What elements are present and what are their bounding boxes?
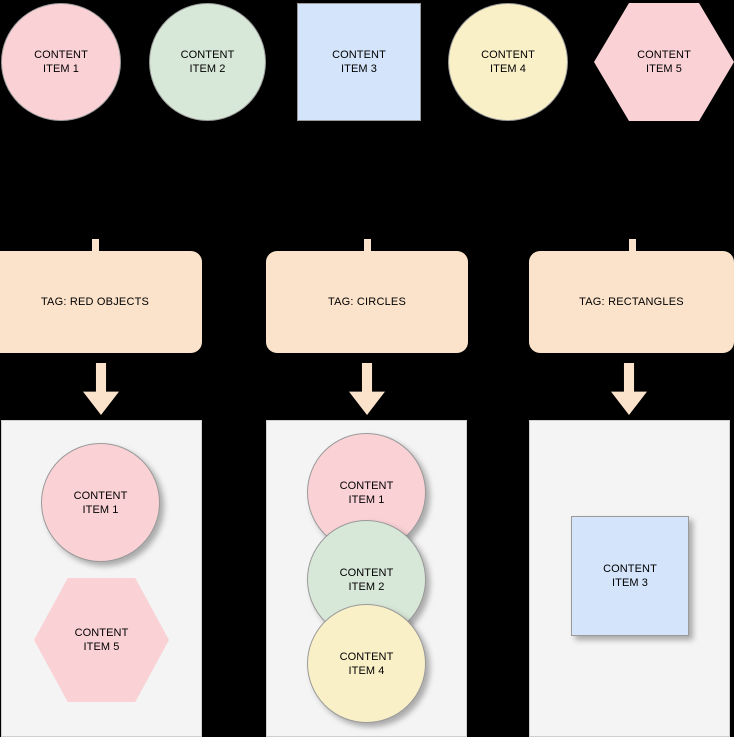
connector-stub-tag-rectangles bbox=[628, 239, 636, 253]
shape-label: CONTENT ITEM 2 bbox=[180, 49, 235, 75]
shape-item-2[interactable]: CONTENT ITEM 2 bbox=[149, 3, 266, 121]
arrow-rectangles-icon bbox=[611, 363, 647, 415]
shape-item-1[interactable]: CONTENT ITEM 1 bbox=[1, 3, 121, 121]
tag-red-objects[interactable]: TAG: RED OBJECTS bbox=[0, 251, 202, 353]
shape-item-4[interactable]: CONTENT ITEM 4 bbox=[448, 3, 568, 121]
shape-label: CONTENT ITEM 5 bbox=[637, 49, 691, 75]
tag-circles[interactable]: TAG: CIRCLES bbox=[266, 251, 468, 353]
shape-g3-item-3[interactable]: CONTENT ITEM 3 bbox=[571, 516, 689, 636]
shape-label: CONTENT ITEM 4 bbox=[481, 49, 535, 75]
shape-label: CONTENT ITEM 3 bbox=[332, 49, 386, 75]
arrow-circles-icon bbox=[349, 363, 385, 415]
shape-g2-item-4[interactable]: CONTENT ITEM 4 bbox=[307, 604, 426, 723]
tag-label: TAG: RECTANGLES bbox=[579, 296, 684, 308]
shape-item-3[interactable]: CONTENT ITEM 3 bbox=[297, 3, 421, 121]
connector-stub-tag-red-objects bbox=[92, 239, 99, 253]
tag-rectangles[interactable]: TAG: RECTANGLES bbox=[529, 251, 734, 353]
shape-label: CONTENT ITEM 1 bbox=[73, 489, 128, 516]
shape-g1-item-1[interactable]: CONTENT ITEM 1 bbox=[41, 443, 160, 562]
tag-label: TAG: CIRCLES bbox=[328, 296, 406, 308]
shape-label: CONTENT ITEM 1 bbox=[34, 49, 88, 75]
shape-item-5[interactable]: CONTENT ITEM 5 bbox=[594, 3, 734, 121]
arrow-red-objects-icon bbox=[83, 363, 119, 415]
tag-label: TAG: RED OBJECTS bbox=[40, 296, 150, 308]
connector-stub-tag-circles bbox=[364, 239, 371, 253]
shape-label: CONTENT ITEM 5 bbox=[74, 627, 129, 653]
shape-label: CONTENT ITEM 3 bbox=[603, 563, 657, 589]
shape-label: CONTENT ITEM 2 bbox=[339, 566, 394, 593]
shape-label: CONTENT ITEM 1 bbox=[339, 479, 394, 506]
shape-label: CONTENT ITEM 4 bbox=[339, 650, 394, 677]
